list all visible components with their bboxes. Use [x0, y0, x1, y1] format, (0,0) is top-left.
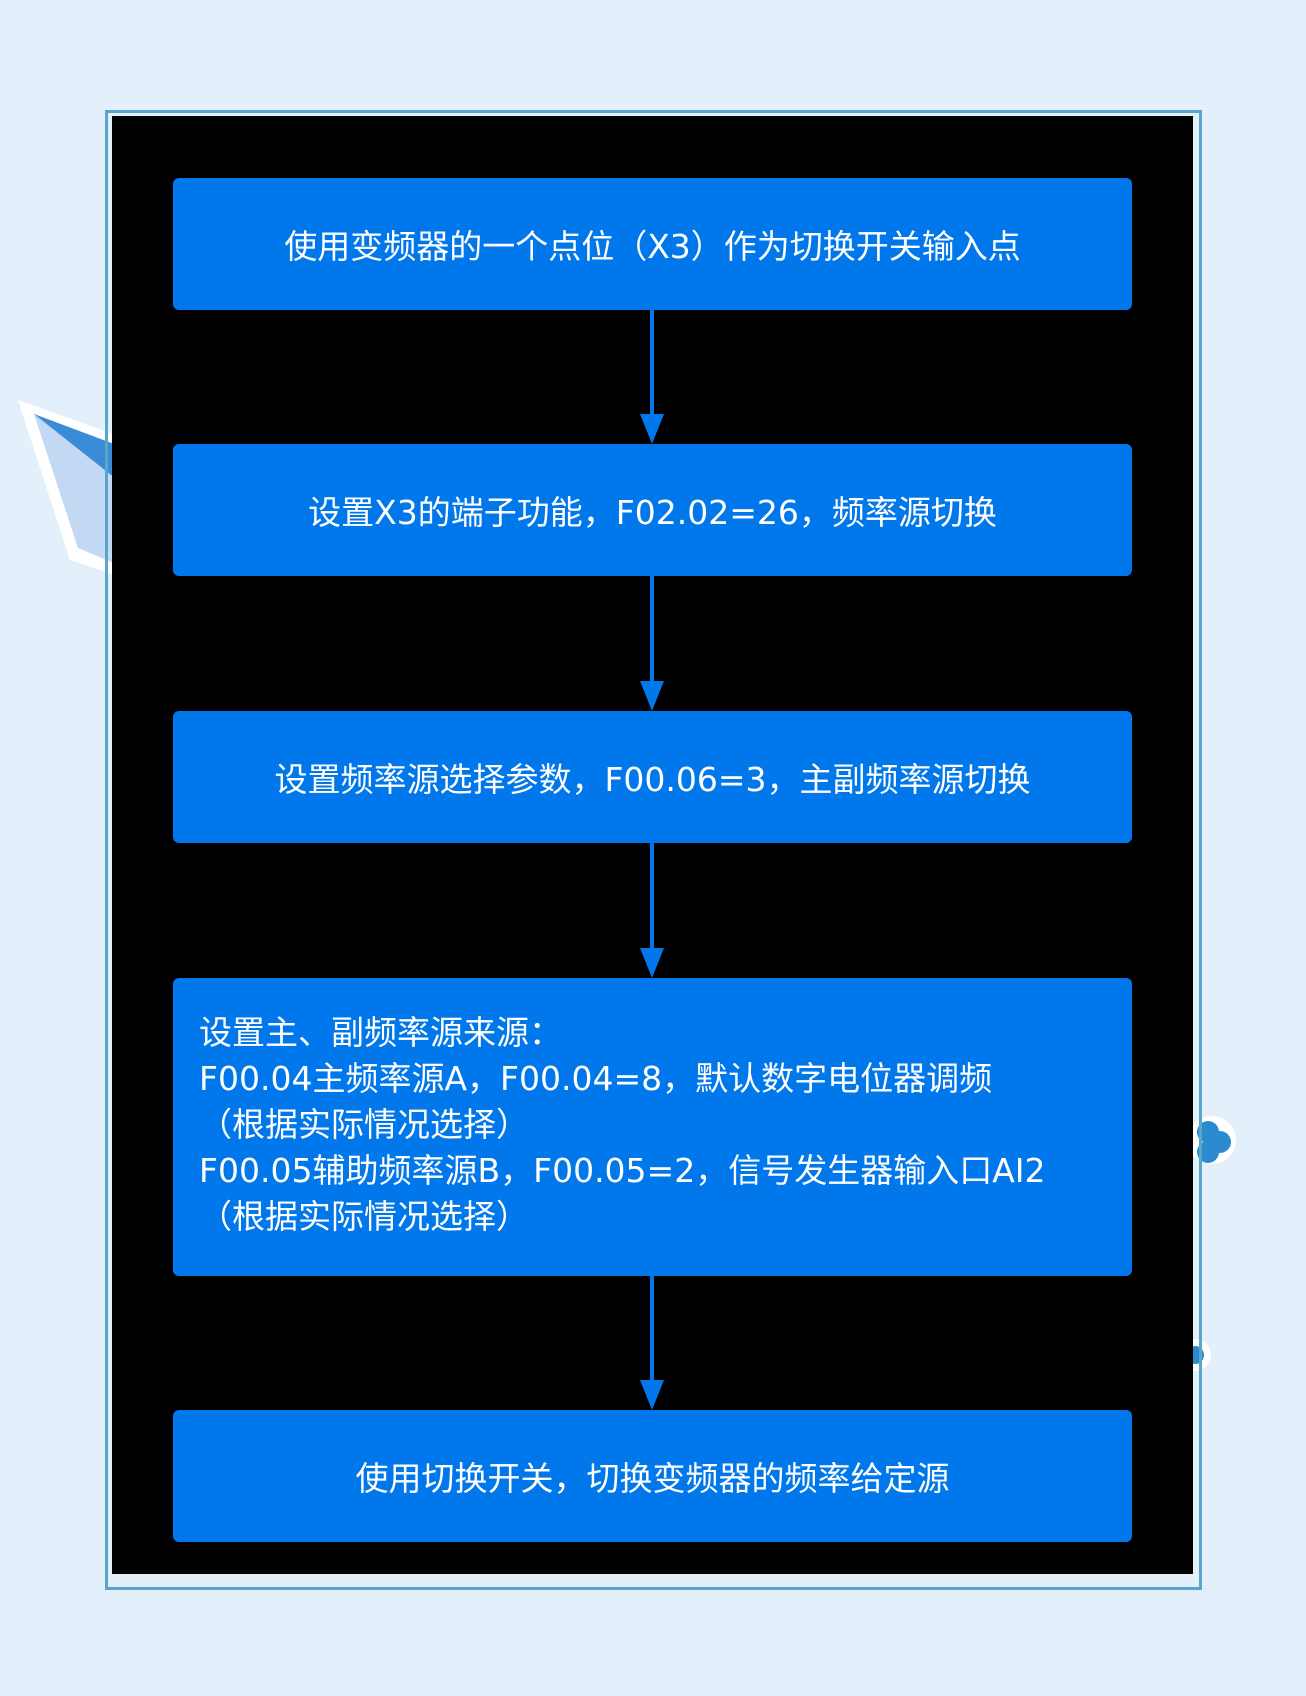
arrow-down-icon — [640, 843, 664, 978]
step-text: 设置X3的端子功能，F02.02=26，频率源切换 — [308, 493, 997, 532]
frame-border — [105, 110, 1202, 1590]
step-text: 使用切换开关，切换变频器的频率给定源 — [355, 1459, 950, 1498]
flow-step-3: 设置频率源选择参数，F00.06=3，主副频率源切换 — [173, 711, 1132, 843]
step-line: 设置主、副频率源来源： — [199, 1013, 562, 1052]
flow-step-5: 使用切换开关，切换变频器的频率给定源 — [173, 1410, 1132, 1542]
step-text: 使用变频器的一个点位（X3）作为切换开关输入点 — [284, 227, 1021, 266]
step-line: （根据实际情况选择） — [199, 1105, 529, 1144]
step-line: F00.04主频率源A，F00.04=8，默认数字电位器调频 — [199, 1059, 993, 1098]
flow-step-2: 设置X3的端子功能，F02.02=26，频率源切换 — [173, 444, 1132, 576]
step-line: （根据实际情况选择） — [199, 1197, 529, 1236]
step-line: F00.05辅助频率源B，F00.05=2，信号发生器输入口AI2 — [199, 1151, 1046, 1190]
arrow-down-icon — [640, 1276, 664, 1410]
flow-step-4: 设置主、副频率源来源： F00.04主频率源A，F00.04=8，默认数字电位器… — [173, 978, 1132, 1276]
flow-step-1: 使用变频器的一个点位（X3）作为切换开关输入点 — [173, 178, 1132, 310]
arrow-down-icon — [640, 310, 664, 444]
step-text: 设置频率源选择参数，F00.06=3，主副频率源切换 — [274, 760, 1031, 799]
arrow-down-icon — [640, 576, 664, 711]
